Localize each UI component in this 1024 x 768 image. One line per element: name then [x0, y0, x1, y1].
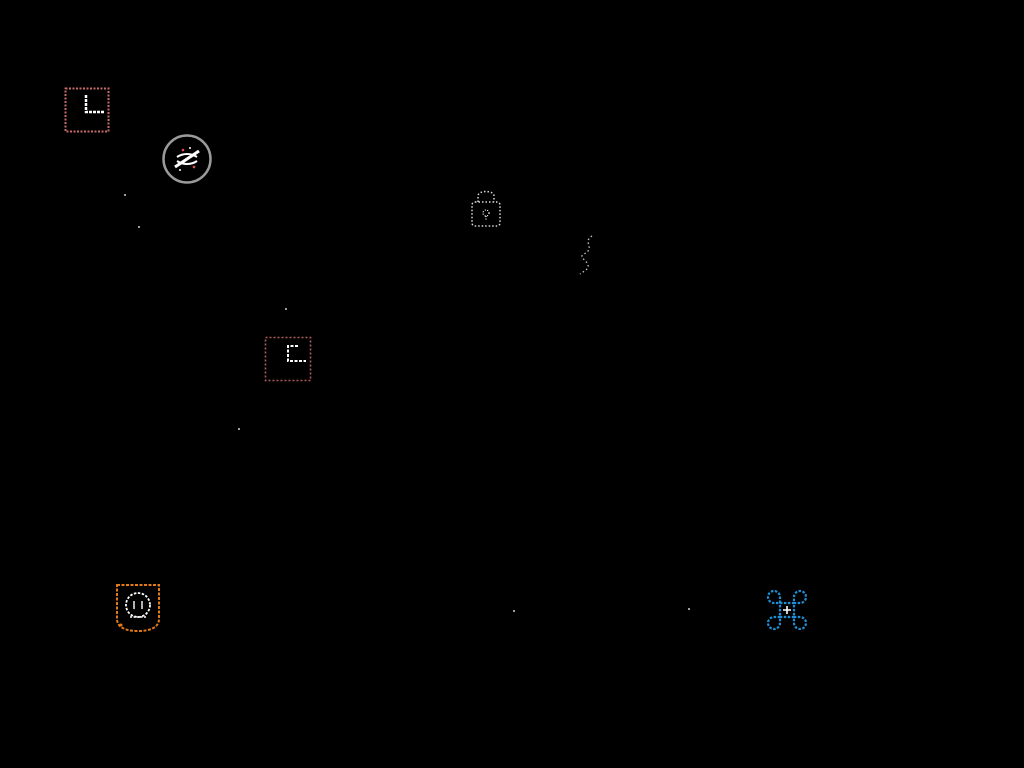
lock-icon[interactable] [466, 184, 506, 230]
stray-pixel [238, 428, 240, 430]
shield-face-icon[interactable] [115, 583, 161, 633]
stray-pixel [124, 194, 126, 196]
command-key-icon[interactable] [764, 587, 810, 633]
stray-pixel [688, 608, 690, 610]
stray-pixel [138, 226, 140, 228]
compass-badge-icon[interactable] [161, 133, 213, 185]
window-c-icon[interactable] [264, 336, 312, 382]
stray-pixel [285, 308, 287, 310]
scribble-icon [579, 235, 593, 275]
stray-pixel [513, 610, 515, 612]
window-corner-icon[interactable] [64, 87, 110, 133]
